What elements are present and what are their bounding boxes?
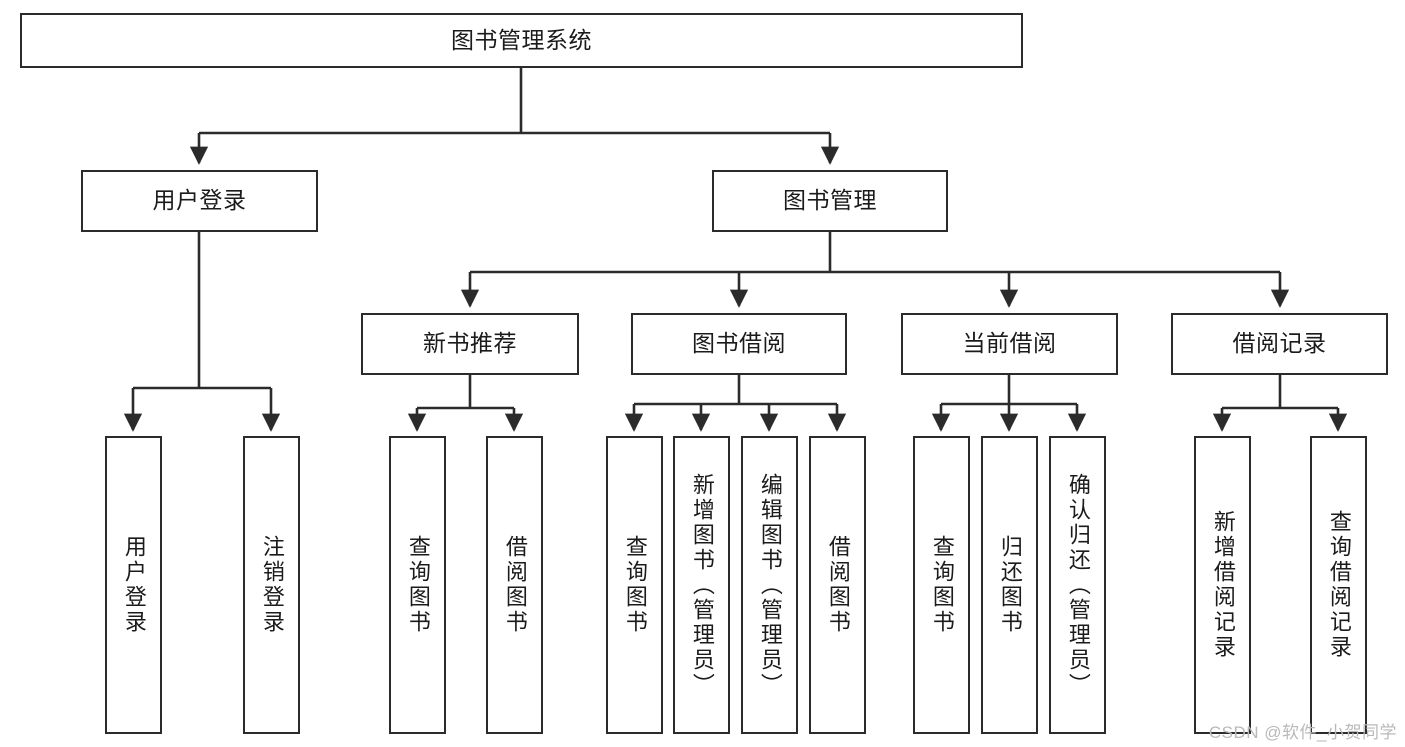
leaf-borrow-add-book-admin[interactable]: 新增图书（管理员） bbox=[673, 436, 730, 734]
leaf-user-login-login[interactable]: 用户登录 bbox=[105, 436, 162, 734]
leaf-record-query-record[interactable]: 查询借阅记录 bbox=[1310, 436, 1367, 734]
node-label: 注销登录 bbox=[259, 535, 285, 635]
node-label: 归还图书 bbox=[997, 535, 1023, 635]
node-book-borrow[interactable]: 图书借阅 bbox=[631, 313, 847, 375]
node-book-management[interactable]: 图书管理 bbox=[712, 170, 948, 232]
leaf-borrow-borrow-book[interactable]: 借阅图书 bbox=[809, 436, 866, 734]
node-label: 新增图书（管理员） bbox=[689, 472, 715, 698]
node-label: 借阅图书 bbox=[825, 535, 851, 635]
leaf-new-book-query[interactable]: 查询图书 bbox=[389, 436, 446, 734]
leaf-borrow-query-book[interactable]: 查询图书 bbox=[606, 436, 663, 734]
node-label: 借阅图书 bbox=[502, 535, 528, 635]
node-label: 查询图书 bbox=[929, 535, 955, 635]
node-label: 查询图书 bbox=[405, 535, 431, 635]
leaf-current-return-book[interactable]: 归还图书 bbox=[981, 436, 1038, 734]
node-label: 图书管理 bbox=[783, 187, 877, 214]
node-label: 确认归还（管理员） bbox=[1065, 472, 1091, 698]
node-label: 查询借阅记录 bbox=[1326, 510, 1352, 660]
node-label: 用户登录 bbox=[152, 187, 247, 214]
leaf-borrow-edit-book-admin[interactable]: 编辑图书（管理员） bbox=[741, 436, 798, 734]
leaf-current-confirm-return-admin[interactable]: 确认归还（管理员） bbox=[1049, 436, 1106, 734]
node-label: 图书借阅 bbox=[692, 330, 786, 357]
node-root-book-management-system[interactable]: 图书管理系统 bbox=[20, 13, 1023, 68]
node-label: 新书推荐 bbox=[423, 330, 517, 357]
node-label: 借阅记录 bbox=[1232, 330, 1327, 357]
node-new-book-recommend[interactable]: 新书推荐 bbox=[361, 313, 579, 375]
node-current-borrow[interactable]: 当前借阅 bbox=[901, 313, 1118, 375]
node-label: 当前借阅 bbox=[962, 330, 1057, 357]
node-borrow-record[interactable]: 借阅记录 bbox=[1171, 313, 1388, 375]
node-label: 编辑图书（管理员） bbox=[757, 472, 783, 698]
node-label: 图书管理系统 bbox=[451, 26, 592, 53]
node-label: 查询图书 bbox=[622, 535, 648, 635]
leaf-new-book-borrow[interactable]: 借阅图书 bbox=[486, 436, 543, 734]
node-user-login[interactable]: 用户登录 bbox=[81, 170, 318, 232]
leaf-record-add-record[interactable]: 新增借阅记录 bbox=[1194, 436, 1251, 734]
leaf-user-login-logout[interactable]: 注销登录 bbox=[243, 436, 300, 734]
node-label: 新增借阅记录 bbox=[1210, 510, 1236, 660]
watermark-text: CSDN @软件_小贺同学 bbox=[1208, 723, 1397, 742]
node-label: 用户登录 bbox=[121, 535, 147, 635]
leaf-current-query-book[interactable]: 查询图书 bbox=[913, 436, 970, 734]
